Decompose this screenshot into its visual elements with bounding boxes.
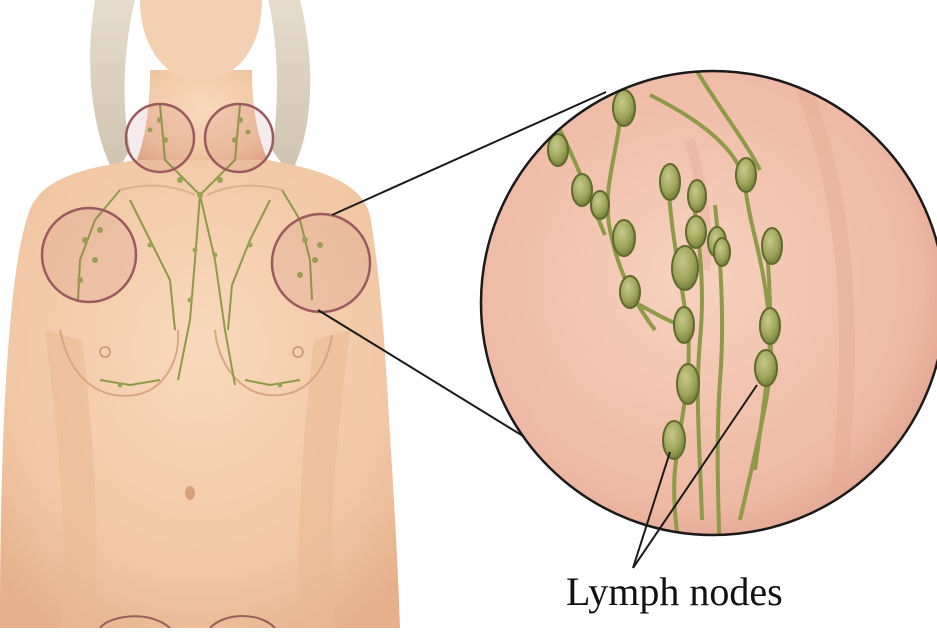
- neck-right-circle: [205, 104, 273, 172]
- zoom-magnified-view: [481, 60, 937, 560]
- armpit-right-circle: [272, 214, 370, 312]
- neck-left-circle: [126, 104, 194, 172]
- armpit-left-circle: [42, 208, 136, 302]
- lymph-nodes-label: Lymph nodes: [566, 572, 886, 612]
- female-torso: [0, 0, 400, 628]
